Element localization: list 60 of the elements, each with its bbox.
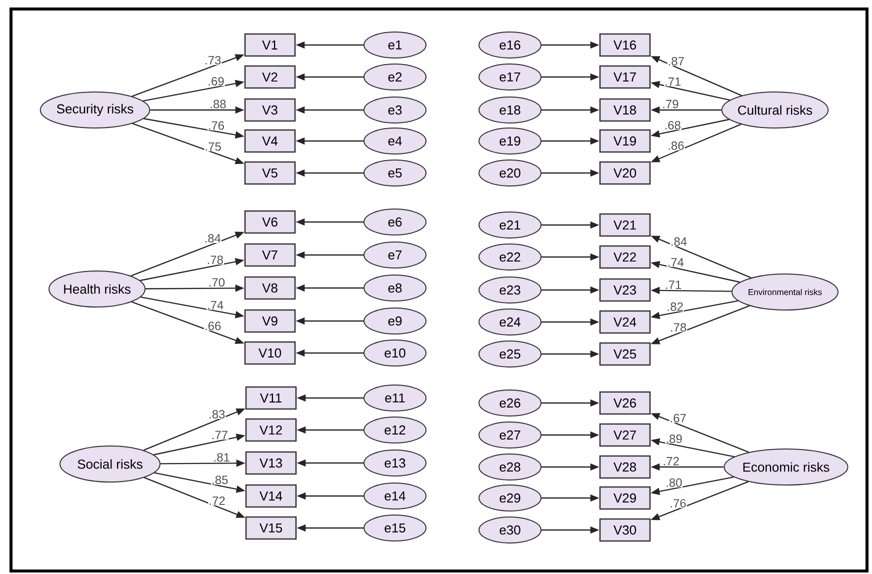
observed-variable-box: V22: [599, 245, 651, 269]
observed-variable-box: V20: [599, 161, 651, 185]
edge-label: .82: [668, 302, 683, 311]
observed-variable-box: V28: [599, 455, 651, 479]
edge-label: .79: [663, 100, 678, 108]
edge-label: .73: [206, 56, 221, 64]
edge-label: .78: [208, 256, 223, 264]
observed-variable-box: V21: [599, 213, 651, 237]
edge-label: .83: [210, 410, 225, 418]
edge-label: .72: [664, 456, 679, 466]
observed-variable-box: V30: [599, 518, 651, 542]
edge-label: .88: [210, 100, 226, 108]
edge-label: .74: [668, 258, 684, 266]
observed-variable-box: V29: [599, 486, 651, 510]
edge-label: .78: [671, 323, 686, 332]
observed-variable-box: V2: [244, 65, 296, 89]
edge-label: .72: [210, 496, 225, 505]
edge-label: .74: [208, 300, 224, 310]
observed-variable-box: V25: [599, 342, 651, 366]
edge-label: .71: [666, 280, 682, 289]
observed-variable-box: V14: [245, 484, 297, 508]
observed-variable-box: V27: [599, 423, 651, 447]
edge-label: .76: [670, 499, 686, 508]
observed-variable-box: V10: [244, 341, 296, 365]
observed-variable-box: V19: [599, 129, 651, 153]
observed-variable-box: V24: [599, 310, 651, 334]
observed-variable-box: V11: [245, 386, 297, 410]
observed-variable-box: V5: [244, 161, 296, 185]
edge-label: .68: [665, 120, 680, 130]
observed-variable-box: V26: [599, 391, 651, 415]
edge-label: .81: [214, 453, 230, 462]
edge-label: .86: [668, 141, 684, 150]
edge-label: .76: [208, 121, 224, 130]
observed-variable-box: V17: [599, 65, 651, 89]
observed-variable-box: V18: [599, 98, 651, 122]
edge-label: .84: [672, 237, 687, 246]
observed-variable-box: V23: [599, 278, 651, 302]
edge-label: .75: [206, 142, 221, 151]
observed-variable-box: V1: [244, 33, 296, 57]
edge-label: .67: [670, 414, 686, 422]
edge-label: .80: [666, 478, 682, 487]
observed-variable-box: V8: [244, 276, 296, 300]
edge-label: .71: [666, 78, 681, 86]
edge-label: .85: [212, 476, 228, 484]
edge-label: .84: [205, 234, 221, 242]
edge-label: .66: [206, 322, 221, 330]
observed-variable-box: V4: [244, 129, 296, 153]
edge-label: .87: [668, 56, 684, 66]
observed-variable-box: V12: [245, 418, 297, 442]
observed-variable-box: V3: [244, 98, 296, 122]
edge-label: .77: [212, 430, 228, 440]
observed-variable-box: V9: [244, 309, 296, 333]
observed-variable-box: V16: [599, 33, 651, 57]
observed-variable-box: V15: [245, 516, 297, 540]
edge-label: .70: [209, 278, 225, 287]
observed-variable-box: V6: [244, 210, 296, 234]
edge-label: .69: [208, 76, 224, 86]
observed-variable-box: V7: [244, 243, 296, 267]
observed-variable-box: V13: [245, 451, 297, 475]
edge-label: .89: [666, 434, 682, 444]
